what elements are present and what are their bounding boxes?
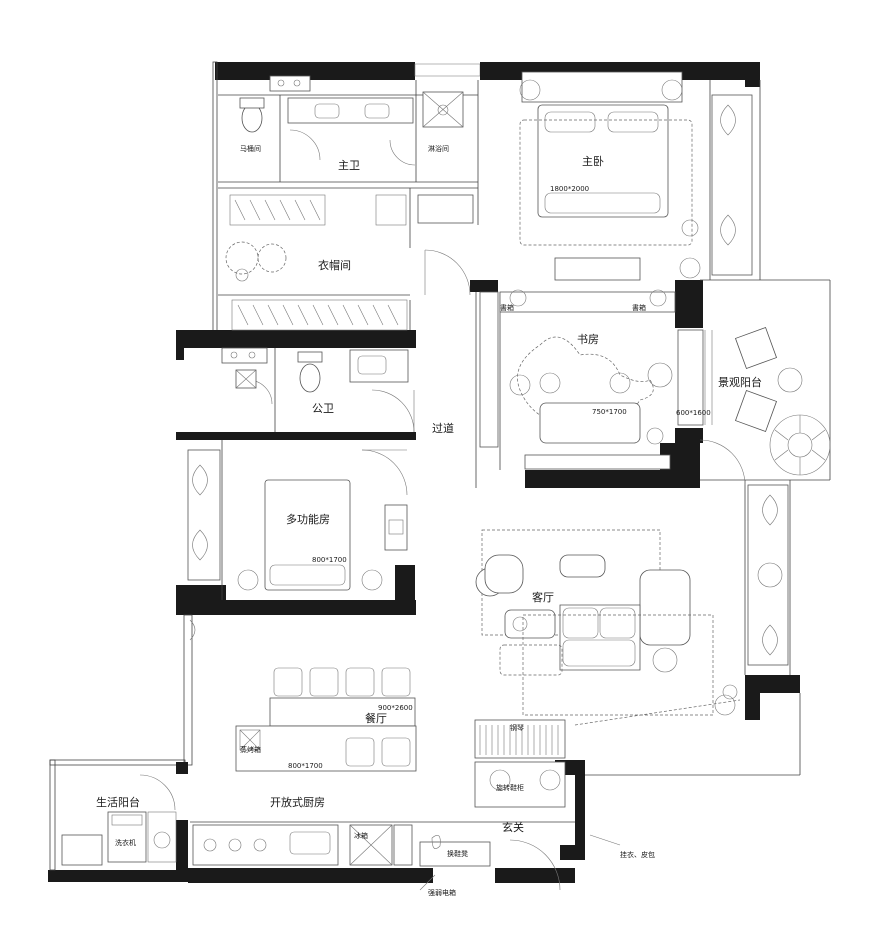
label-shoe-bench: 换鞋凳: [447, 849, 468, 858]
label-toilet-room: 马桶间: [240, 144, 261, 153]
label-master-bed-size: 1800*2000: [550, 185, 589, 193]
label-study: 书房: [577, 333, 599, 346]
label-walk-in-closet: 衣帽间: [318, 258, 351, 272]
master-bedroom: [519, 71, 753, 281]
label-island-size: 800*1700: [288, 762, 323, 770]
label-kitchen: 开放式厨房: [270, 795, 325, 809]
label-coat-note: 挂衣、皮包: [620, 850, 655, 859]
master-bath: [229, 75, 474, 226]
public-bath: [221, 347, 409, 393]
exterior-walls: [48, 61, 800, 883]
dining-kitchen: [189, 619, 417, 866]
label-multi-bed-size: 800*1700: [312, 556, 347, 564]
label-hallway: 过道: [432, 421, 454, 435]
study: [479, 289, 676, 470]
label-rotating-shoe-cabinet: 旋转鞋柜: [496, 783, 524, 792]
label-service-balcony: 生活阳台: [96, 795, 140, 809]
multi-function-room: [187, 449, 408, 591]
label-power-box: 强弱电箱: [428, 888, 456, 897]
label-study-item-size: 750*1700: [592, 408, 627, 416]
label-scenic-balcony: 景观阳台: [718, 375, 762, 389]
doors: [139, 129, 746, 891]
label-multi-function-room: 多功能房: [286, 512, 330, 526]
room-labels: 主卫 马桶间 淋浴间 主卧 1800*2000 衣帽间 書箱 書箱 书房 750…: [96, 144, 762, 897]
label-shower-room: 淋浴间: [428, 144, 449, 153]
label-piano: 钢琴: [510, 723, 524, 732]
label-bookcase-right: 書箱: [632, 303, 646, 312]
walk-in-closet: [225, 241, 408, 331]
living-room: [475, 484, 789, 716]
label-master-bedroom: 主卧: [582, 155, 604, 168]
label-balcony-item-size: 600*1600: [676, 409, 711, 417]
label-bookcase-left: 書箱: [500, 303, 514, 312]
service-balcony: [61, 811, 177, 866]
interior-partitions: [190, 80, 831, 823]
label-dining-table-size: 900*2600: [378, 704, 413, 712]
label-public-bath: 公卫: [312, 402, 334, 415]
scenic-balcony: [677, 326, 831, 476]
label-entrance: 玄关: [502, 820, 524, 834]
label-dining-room: 餐厅: [365, 711, 387, 725]
label-living-room: 客厅: [532, 590, 554, 604]
label-fridge: 冰箱: [354, 831, 368, 840]
label-washer: 洗衣机: [115, 838, 136, 847]
label-master-bath: 主卫: [338, 159, 360, 172]
label-steam-oven: 蒸烤箱: [240, 745, 261, 754]
entrance: [419, 699, 741, 891]
